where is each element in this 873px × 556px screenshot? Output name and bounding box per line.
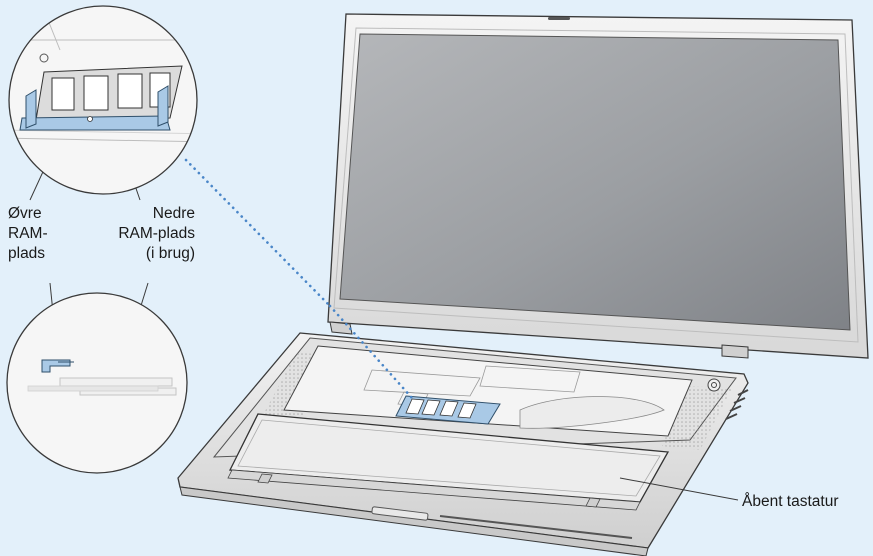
laptop-base bbox=[178, 333, 748, 556]
laptop-display bbox=[328, 14, 868, 358]
open-keyboard-label: Åbent tastatur bbox=[742, 492, 839, 512]
lower-ram-slot-label: Nedre RAM-plads (i brug) bbox=[118, 204, 195, 264]
zoom-circle-bottom bbox=[7, 293, 187, 473]
camera-slot bbox=[548, 17, 570, 20]
ram-slot-bracket bbox=[20, 116, 170, 130]
zoom-dotted-line bbox=[186, 160, 330, 306]
zoom-circle-top bbox=[0, 0, 210, 194]
screen-panel bbox=[340, 34, 850, 330]
upper-ram-slot-label: Øvre RAM- plads bbox=[8, 204, 48, 264]
